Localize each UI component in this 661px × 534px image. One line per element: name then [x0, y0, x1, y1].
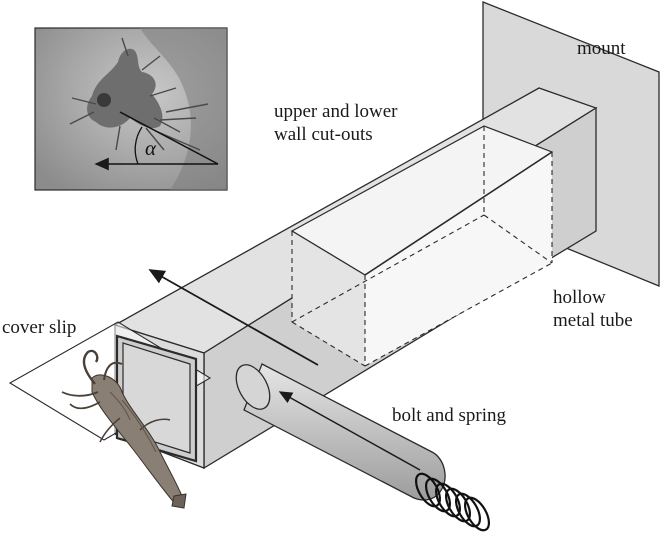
hollow-tube-label-line1: hollow [553, 287, 606, 308]
cutout-inner-end-wall [292, 231, 365, 366]
cover-slip-label-text: cover slip [2, 317, 77, 338]
crayfish-specimen-icon [61, 349, 187, 509]
cover-slip-label: cover slip [2, 316, 76, 339]
angle-alpha-label: α [145, 136, 157, 160]
mount-label-text: mount [577, 38, 626, 59]
micrograph-inset [34, 27, 228, 191]
lower-wall-cutout-outline [291, 126, 553, 367]
flow-direction-arrow [148, 269, 319, 366]
wall-cutouts-label-line2: wall cut-outs [274, 124, 373, 145]
bolt-spring-label-text: bolt and spring [392, 405, 506, 426]
mount-label: mount [577, 37, 626, 60]
bolt-spring-label: bolt and spring [392, 404, 506, 427]
bolt-cylinder [235, 363, 446, 501]
cutout-inner-wall [365, 152, 552, 366]
wall-cutouts-label-line1: upper and lower [274, 101, 398, 122]
coil-spring-icon [414, 472, 491, 532]
bolt-direction-arrow [278, 391, 421, 471]
hollow-tube-label-line2: metal tube [553, 310, 633, 331]
wall-cutouts-label: upper and lower wall cut-outs [274, 100, 397, 146]
hollow-tube-label: hollow metal tube [553, 286, 633, 332]
